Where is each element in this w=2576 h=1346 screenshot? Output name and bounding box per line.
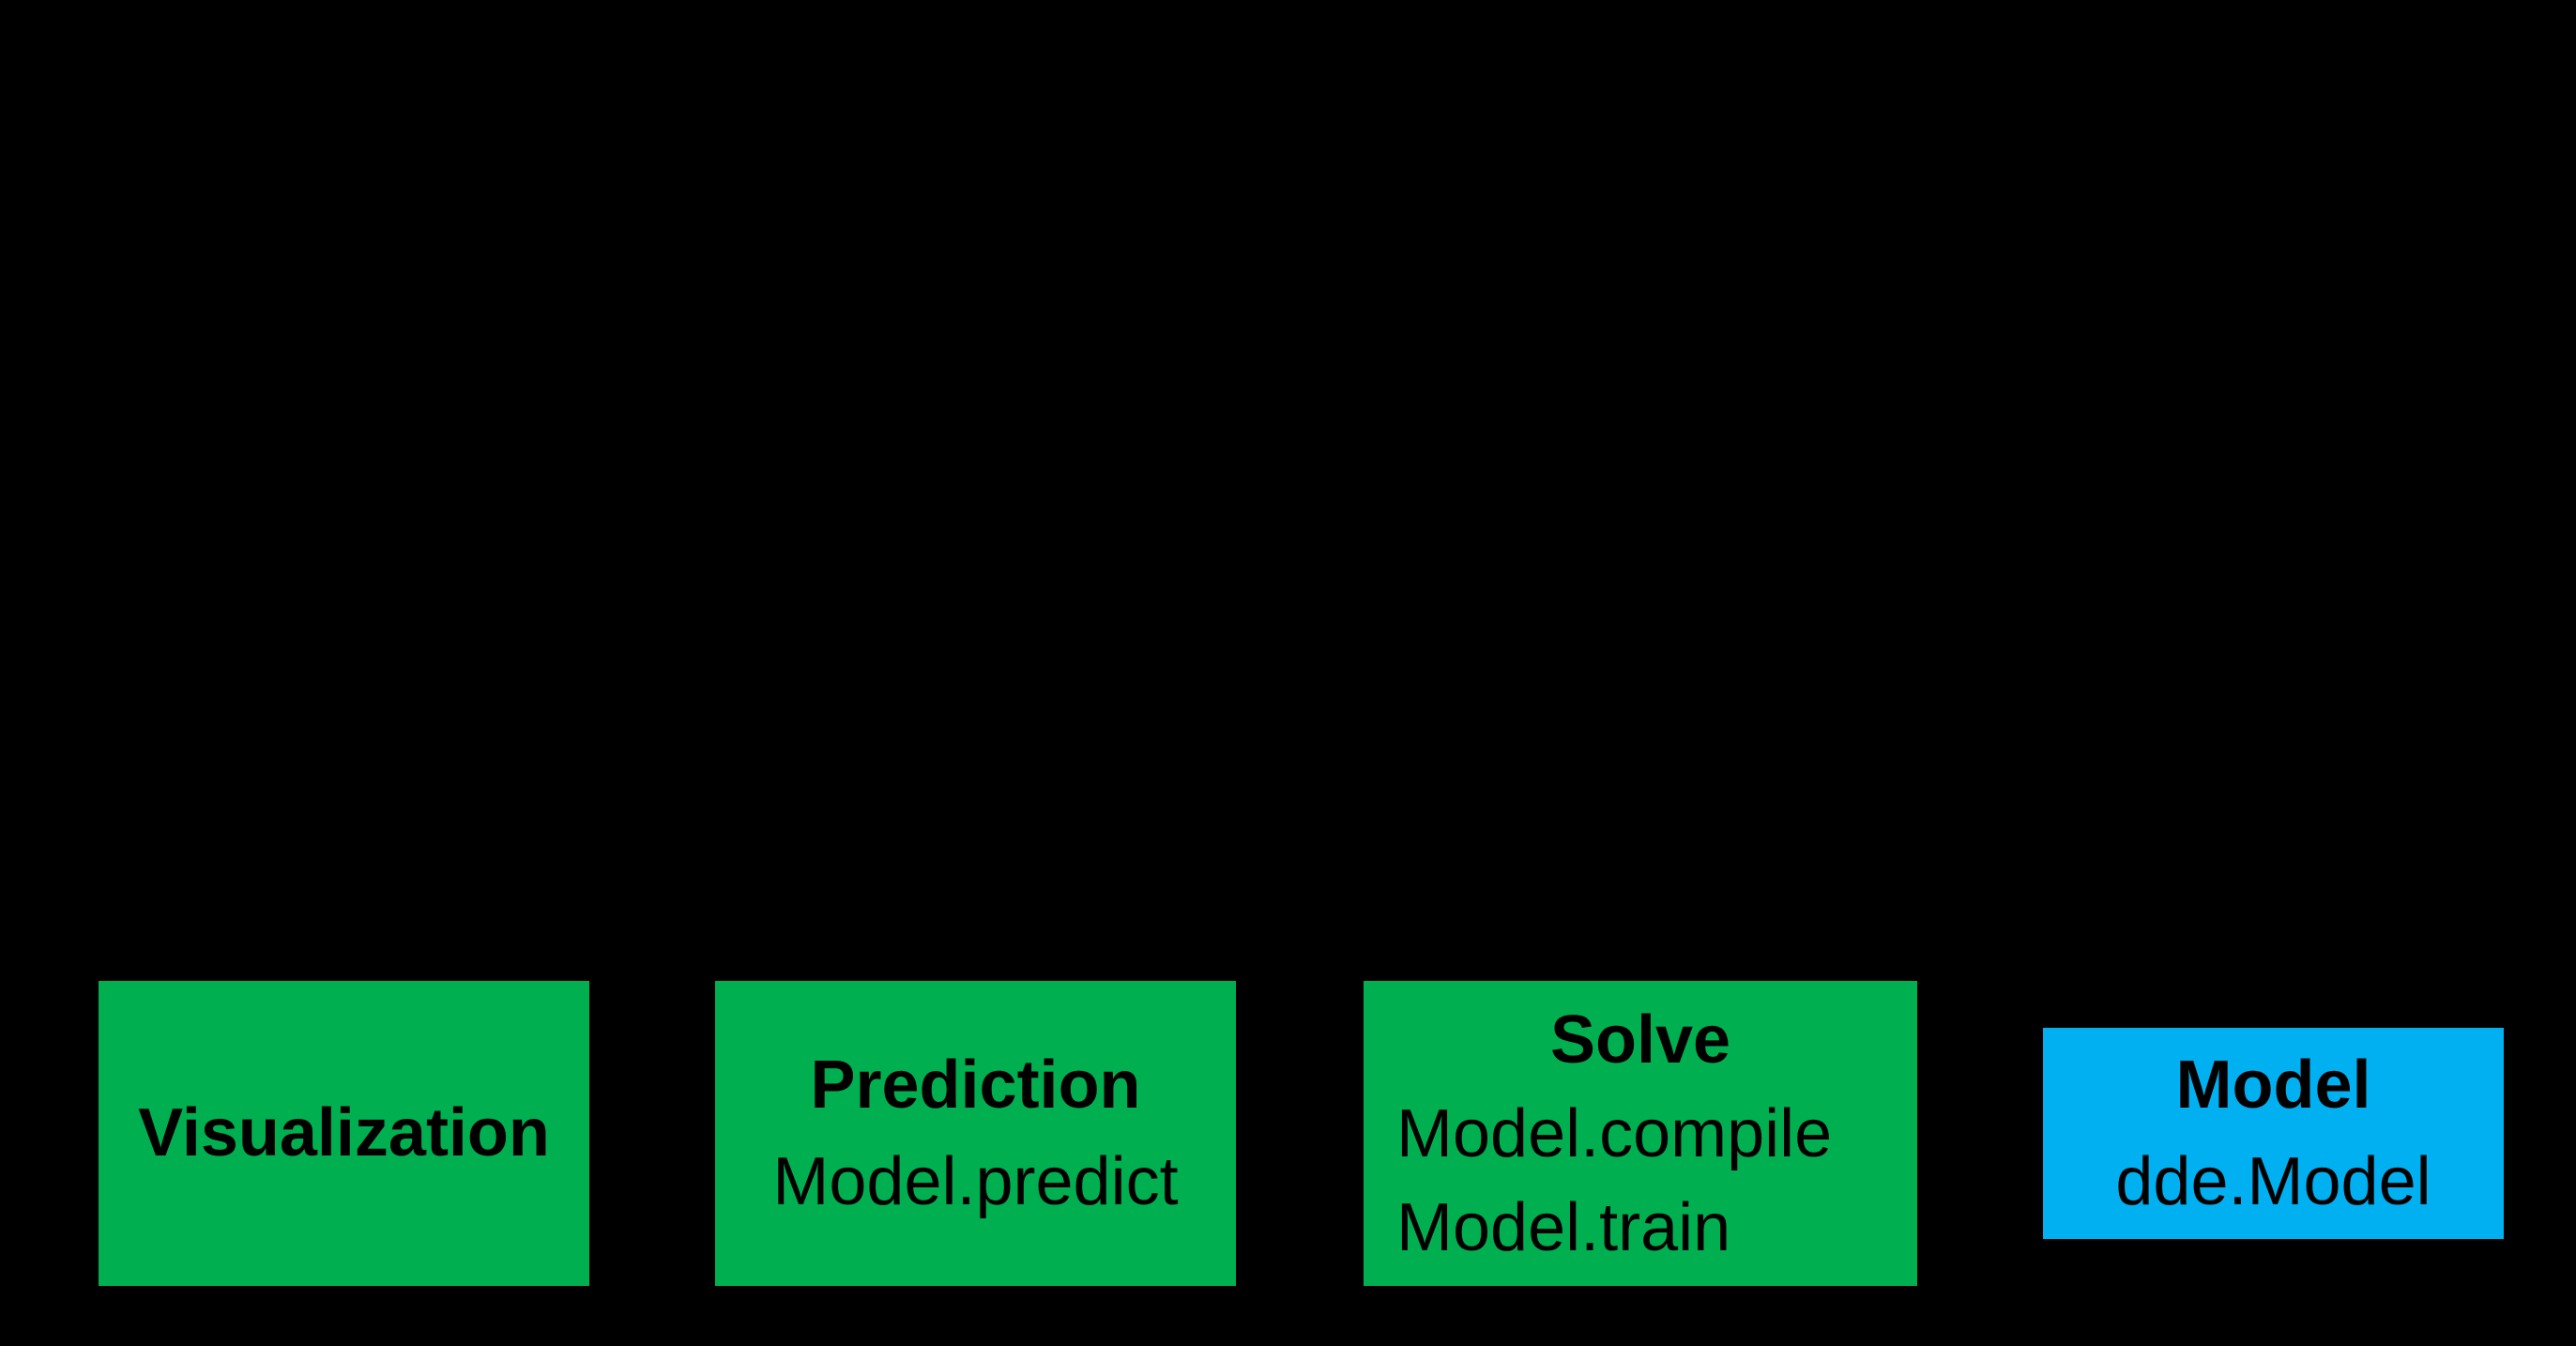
solve-box-title: Solve	[1549, 1002, 1731, 1078]
visualization-box: Visualization	[99, 981, 589, 1286]
prediction-box-method: Model.predict	[772, 1143, 1179, 1219]
solve-box-method-train: Model.train	[1396, 1189, 1731, 1265]
model-box-class: dde.Model	[2115, 1143, 2431, 1219]
solve-box: Solve Model.compile Model.train	[1364, 981, 1917, 1286]
visualization-box-title: Visualization	[138, 1095, 550, 1170]
prediction-box-title: Prediction	[810, 1047, 1141, 1123]
prediction-box: Prediction Model.predict	[715, 981, 1236, 1286]
model-box-title: Model	[2175, 1047, 2371, 1123]
solve-box-method-compile: Model.compile	[1396, 1095, 1833, 1171]
model-box: Model dde.Model	[2043, 1028, 2504, 1239]
